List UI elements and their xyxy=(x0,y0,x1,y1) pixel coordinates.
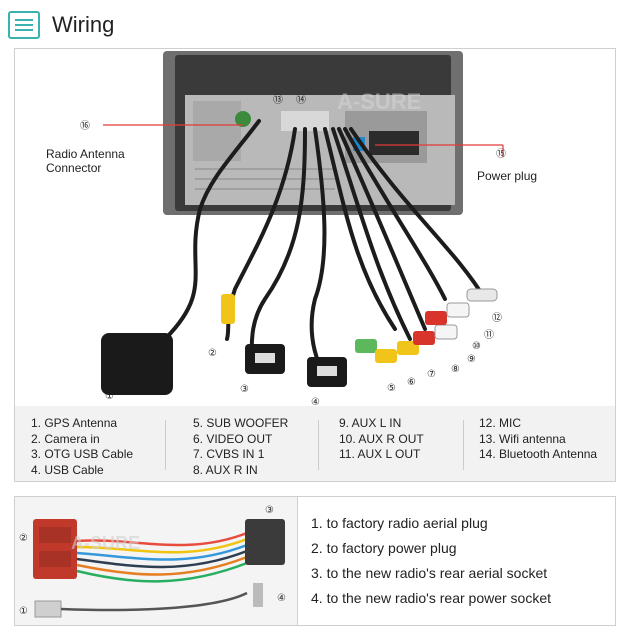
legend-item: 11. AUX L OUT xyxy=(339,447,421,461)
legend-column-3: 9. AUX L IN 10. AUX R OUT 11. AUX L OUT xyxy=(339,416,424,463)
callout-13: ⑬ xyxy=(273,94,283,106)
legend-item: 14. Bluetooth Antenna xyxy=(479,447,598,461)
legend-item: 6. VIDEO OUT xyxy=(193,431,273,446)
callout-8: ⑧ xyxy=(451,364,460,375)
callout-2: ② xyxy=(208,348,217,359)
antenna-socket xyxy=(235,111,251,127)
callout-12: ⑫ xyxy=(492,312,502,324)
camera-in-connector xyxy=(221,294,235,324)
harness-callout-2: ② xyxy=(19,533,28,544)
legend-item: 9. AUX L IN xyxy=(339,416,402,430)
new-radio-power-socket xyxy=(245,519,285,565)
legend-column-1: 1. GPS Antenna 2. Camera in 3. OTG USB C… xyxy=(31,416,133,478)
gps-antenna xyxy=(101,333,173,395)
harness-illustration: A-SURE ② ① ③ ④ xyxy=(15,497,298,625)
callout-6: ⑥ xyxy=(407,377,416,388)
callout-lines xyxy=(103,124,504,157)
svg-text:A-SURE: A-SURE xyxy=(71,533,140,553)
callout-4: ④ xyxy=(311,397,320,407)
harness-wires xyxy=(60,531,248,612)
callout-numbers: ⑯ ⑮ ⑬ ⑭ ① ② ③ ④ ⑤ ⑥ ⑦ ⑧ ⑨ ⑩ ⑪ ⑫ xyxy=(80,94,506,408)
wiring-diagram-illustration: A-SURE xyxy=(80,51,506,408)
callout-14: ⑭ xyxy=(296,94,306,106)
legend-item: 1. GPS Antenna xyxy=(31,416,118,430)
legend-item: 5. SUB WOOFER xyxy=(193,416,289,430)
callout-11: ⑪ xyxy=(484,329,494,341)
harness-callout-1: ① xyxy=(19,606,28,617)
wiring-diagram-panel: A-SURE xyxy=(14,48,616,408)
watermark: A-SURE xyxy=(337,89,421,114)
callout-9: ⑨ xyxy=(467,354,476,365)
divider xyxy=(463,420,464,470)
callout-10: ⑩ xyxy=(472,341,481,352)
power-plug-label: Power plug xyxy=(477,169,538,183)
harness-steps: 1. to factory radio aerial plug 2. to fa… xyxy=(311,511,551,611)
callout-3: ③ xyxy=(240,384,249,395)
callout-1: ① xyxy=(105,391,114,402)
page-title: Wiring xyxy=(52,12,115,37)
legend-item: 7. CVBS IN 1 xyxy=(193,447,265,461)
legend-item: 4. USB Cable xyxy=(31,462,104,477)
step-item: 1. to factory radio aerial plug xyxy=(311,515,488,531)
list-icon xyxy=(8,11,40,39)
callout-15: ⑮ xyxy=(496,148,506,160)
legend-column-4: 12. MIC 13. Wifi antenna 14. Bluetooth A… xyxy=(479,416,597,463)
step-item: 4. to the new radio's rear power socket xyxy=(311,590,552,606)
callout-16: ⑯ xyxy=(80,120,90,132)
radio-antenna-label: Radio Antenna xyxy=(46,147,125,161)
callout-5: ⑤ xyxy=(387,383,396,394)
legend-column-2: 5. SUB WOOFER 6. VIDEO OUT 7. CVBS IN 1 … xyxy=(193,416,288,478)
harness-callout-4: ④ xyxy=(277,593,286,604)
harness-callout-3: ③ xyxy=(265,505,274,516)
step-item: 2. to factory power plug xyxy=(311,540,457,556)
legend-item: 10. AUX R OUT xyxy=(339,431,424,446)
callout-7: ⑦ xyxy=(427,369,436,380)
legend-item: 2. Camera in xyxy=(31,431,100,446)
page-header: Wiring xyxy=(8,8,114,42)
step-item: 3. to the new radio's rear aerial socket xyxy=(311,565,548,581)
legend-item: 8. AUX R IN xyxy=(193,462,258,477)
divider xyxy=(165,420,166,470)
legend-item: 3. OTG USB Cable xyxy=(31,447,134,461)
aerial-adapter xyxy=(253,583,263,607)
radio-antenna-label-2: Connector xyxy=(46,161,102,175)
legend-panel: 1. GPS Antenna 2. Camera in 3. OTG USB C… xyxy=(14,406,616,482)
legend-item: 13. Wifi antenna xyxy=(479,431,566,446)
harness-panel: A-SURE ② ① ③ ④ 1. to factory radio aeria… xyxy=(14,496,616,626)
divider xyxy=(318,420,319,470)
legend-item: 12. MIC xyxy=(479,416,522,430)
rca-connectors xyxy=(355,288,498,363)
